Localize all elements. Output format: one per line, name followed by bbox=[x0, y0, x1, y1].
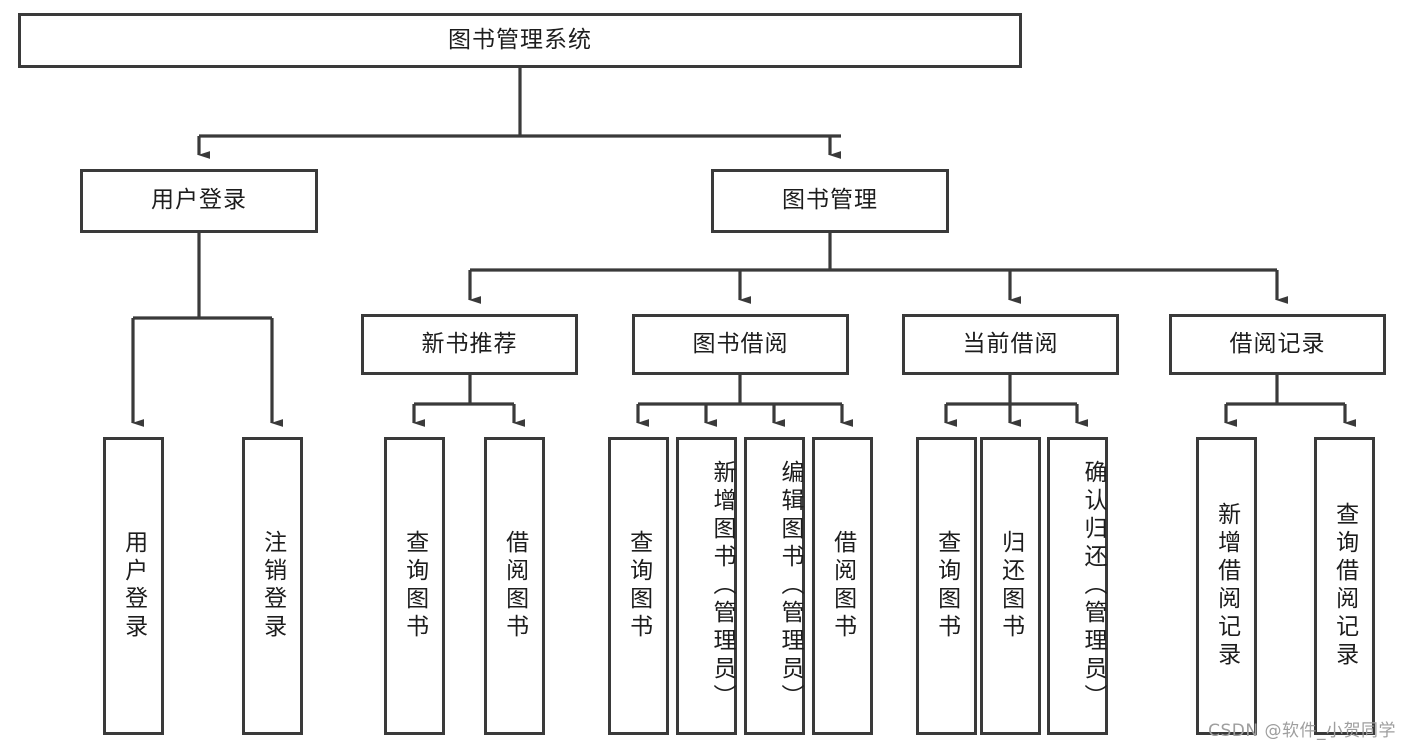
node-new-book-recommend-label: 新书推荐 bbox=[421, 330, 518, 357]
leaf-label: 查询图书 bbox=[625, 530, 652, 642]
leaf-book-borrow-edit[interactable]: 编辑图书（管理员） bbox=[744, 437, 805, 735]
node-borrow-record[interactable]: 借阅记录 bbox=[1169, 314, 1386, 375]
leaf-label: 借阅图书 bbox=[501, 530, 528, 642]
node-book-borrow[interactable]: 图书借阅 bbox=[632, 314, 849, 375]
leaf-label: 注销登录 bbox=[259, 530, 286, 642]
node-new-book-recommend[interactable]: 新书推荐 bbox=[361, 314, 578, 375]
node-borrow-record-label: 借阅记录 bbox=[1229, 330, 1326, 357]
leaf-current-borrow-confirm-return[interactable]: 确认归还（管理员） bbox=[1047, 437, 1108, 735]
leaf-label: 新增借阅记录 bbox=[1213, 502, 1240, 670]
node-root-label: 图书管理系统 bbox=[448, 26, 592, 53]
node-user-login-label: 用户登录 bbox=[151, 187, 247, 214]
leaf-book-borrow-query[interactable]: 查询图书 bbox=[608, 437, 669, 735]
leaf-user-login-logout[interactable]: 注销登录 bbox=[242, 437, 303, 735]
node-current-borrow[interactable]: 当前借阅 bbox=[902, 314, 1119, 375]
leaf-borrow-record-add[interactable]: 新增借阅记录 bbox=[1196, 437, 1257, 735]
node-user-login[interactable]: 用户登录 bbox=[80, 169, 318, 233]
leaf-borrow-record-query[interactable]: 查询借阅记录 bbox=[1314, 437, 1375, 735]
leaf-book-borrow-borrow[interactable]: 借阅图书 bbox=[812, 437, 873, 735]
leaf-label: 编辑图书（管理员） bbox=[777, 460, 803, 712]
node-book-management[interactable]: 图书管理 bbox=[711, 169, 949, 233]
leaf-label: 查询图书 bbox=[401, 530, 428, 642]
leaf-label: 归还图书 bbox=[997, 530, 1024, 642]
leaf-label: 查询借阅记录 bbox=[1331, 502, 1358, 670]
leaf-current-borrow-return[interactable]: 归还图书 bbox=[980, 437, 1041, 735]
leaf-label: 借阅图书 bbox=[829, 530, 856, 642]
leaf-label: 新增图书（管理员） bbox=[709, 460, 735, 712]
leaf-label: 用户登录 bbox=[120, 530, 147, 642]
node-root[interactable]: 图书管理系统 bbox=[18, 13, 1022, 68]
leaf-label: 查询图书 bbox=[933, 530, 960, 642]
leaf-current-borrow-query[interactable]: 查询图书 bbox=[916, 437, 977, 735]
node-book-management-label: 图书管理 bbox=[782, 187, 878, 214]
leaf-new-book-query[interactable]: 查询图书 bbox=[384, 437, 445, 735]
leaf-new-book-borrow[interactable]: 借阅图书 bbox=[484, 437, 545, 735]
node-current-borrow-label: 当前借阅 bbox=[962, 330, 1059, 357]
leaf-book-borrow-add[interactable]: 新增图书（管理员） bbox=[676, 437, 737, 735]
node-book-borrow-label: 图书借阅 bbox=[692, 330, 789, 357]
leaf-user-login-login[interactable]: 用户登录 bbox=[103, 437, 164, 735]
leaf-label: 确认归还（管理员） bbox=[1080, 460, 1106, 712]
